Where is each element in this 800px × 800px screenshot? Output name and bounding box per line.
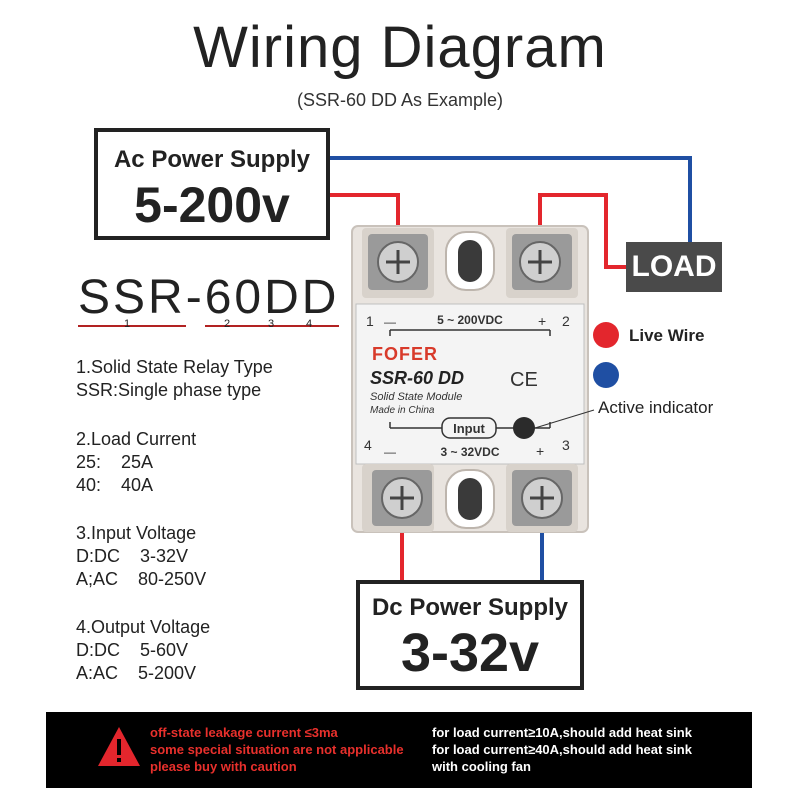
page-title: Wiring Diagram	[193, 15, 607, 80]
spec-line: D:DC 5-60V	[76, 640, 189, 660]
spec-line: A:AC 5-200V	[76, 663, 197, 683]
neutral-wire-top	[330, 156, 692, 242]
output-range: 5 ~ 200VDC	[437, 313, 503, 327]
spec-line: D:DC 3-32V	[76, 546, 189, 566]
model-index-3: 3	[268, 318, 275, 330]
warning-heat-sink-text: for load current≥10A,should add heat sin…	[432, 725, 692, 774]
model-part-input: D	[264, 270, 302, 327]
live-wire-top-right	[538, 193, 626, 269]
terminal-screw-2	[512, 234, 572, 290]
model-part-type: SSR	[78, 270, 186, 327]
dc-supply-voltage: 3-32v	[400, 623, 540, 683]
model-part-output: D	[301, 270, 340, 327]
model-part-current: 60	[204, 270, 265, 327]
load-box: LOAD	[626, 242, 722, 292]
ac-supply-voltage: 5-200v	[134, 177, 290, 233]
spec-heading: 1.Solid State Relay Type	[76, 357, 273, 377]
spec-2: 2.Load Current 25: 25A 40: 40A	[76, 428, 196, 497]
neutral-wire-dot	[593, 362, 619, 388]
terminal-1-label: 1	[366, 313, 374, 329]
input-range: 3 ~ 32VDC	[440, 445, 499, 459]
active-indicator-led	[513, 417, 535, 439]
model-index-1: 1	[124, 318, 131, 330]
spec-heading: 3.Input Voltage	[76, 523, 197, 543]
input-minus: —	[384, 445, 396, 459]
model-code: SSR-60DD	[78, 270, 340, 327]
dc-supply-label: Dc Power Supply	[371, 594, 569, 621]
output-minus: —	[384, 315, 396, 329]
relay-brand: FOFER	[372, 344, 438, 364]
ac-power-supply-box: Ac Power Supply 5-200v	[94, 128, 330, 240]
spec-line: SSR:Single phase type	[76, 380, 262, 400]
dc-power-supply-box: Dc Power Supply 3-32v	[356, 580, 584, 690]
ssr-relay: 1 2 — + 5 ~ 200VDC FOFER CE SSR-60 DD So…	[351, 225, 595, 533]
input-plus: +	[536, 443, 544, 459]
spec-line: 40: 40A	[76, 475, 154, 495]
warning-bar: off-state leakage current ≤3ma some spec…	[46, 712, 752, 788]
spec-line: 25: 25A	[76, 452, 154, 472]
ac-supply-label: Ac Power Supply	[113, 146, 311, 173]
warning-icon	[98, 727, 140, 766]
input-label: Input	[453, 421, 485, 436]
live-wire-dot	[593, 322, 619, 348]
warning-leakage-text: off-state leakage current ≤3ma some spec…	[150, 725, 404, 774]
model-dash: -	[185, 271, 205, 324]
model-index-4: 4	[306, 318, 313, 330]
terminal-screw-3	[512, 470, 572, 526]
terminal-4-label: 4	[364, 437, 372, 453]
spec-heading: 4.Output Voltage	[76, 617, 211, 637]
live-wire-label: Live Wire	[629, 326, 705, 345]
page-subtitle: (SSR-60 DD As Example)	[296, 90, 504, 110]
model-index-2: 2	[224, 318, 231, 330]
terminal-screw-1	[368, 234, 428, 290]
relay-line2: Made in China	[370, 405, 435, 416]
terminal-screw-4	[372, 470, 432, 526]
terminal-3-label: 3	[562, 437, 570, 453]
active-indicator-label: Active indicator	[598, 398, 714, 417]
output-plus: +	[538, 313, 546, 329]
terminal-2-label: 2	[562, 313, 570, 329]
relay-model: SSR-60 DD	[370, 368, 464, 388]
spec-heading: 2.Load Current	[76, 429, 197, 449]
ce-mark: CE	[510, 369, 538, 391]
relay-line1: Solid State Module	[370, 391, 462, 403]
spec-line: A;AC 80-250V	[76, 569, 207, 589]
